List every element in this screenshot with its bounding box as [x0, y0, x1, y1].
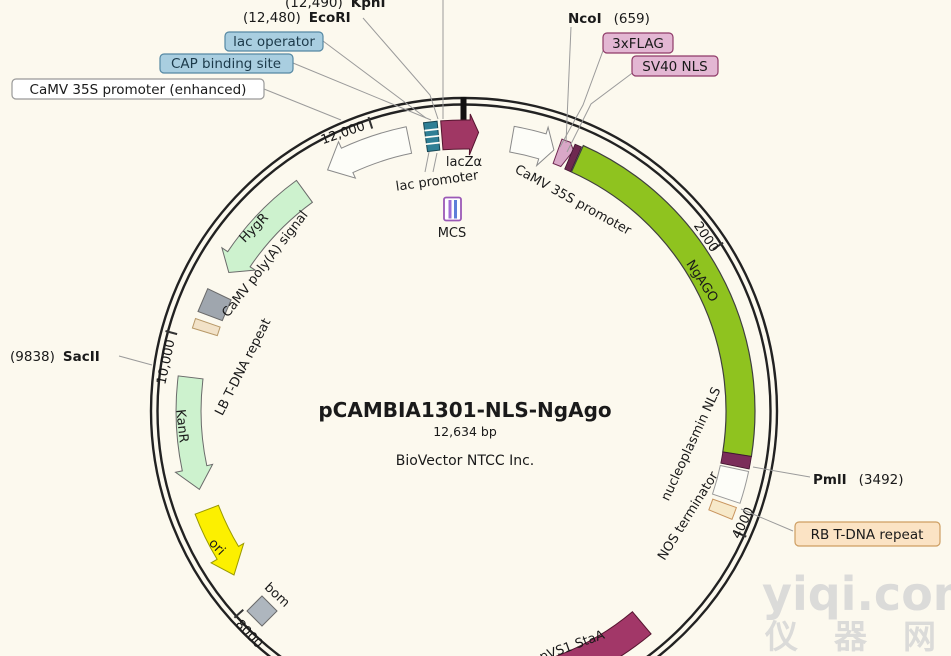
label-box-3xflag: 3xFLAG [602, 32, 674, 54]
lac-promoter-label: lac promoter [395, 168, 480, 195]
label-box-cap-binding-site: CAP binding site [159, 53, 294, 74]
watermark-cjk-text: 仪器网 [764, 617, 951, 656]
laczalpha-label: lacZα [446, 155, 482, 170]
feature-sv40-nls-sliver [564, 143, 583, 173]
plasmid-title: pCAMBIA1301-NLS-NgAgo [318, 398, 611, 422]
label-box-lac-operator: lac operator [224, 31, 324, 52]
label-box-sv40-nls: SV40 NLS [631, 55, 719, 77]
feature-nucleoplasmin-nls-sliver [720, 451, 752, 470]
lac-operator-label: lac operator [233, 34, 315, 50]
mcs-label: MCS [438, 226, 467, 241]
feature-lb-tdna-sliver [191, 317, 221, 337]
tick-12000 [367, 116, 374, 129]
enzyme-label-ecori: (12,480)EcoRI [243, 10, 351, 26]
feature-3xflag-arrow [552, 138, 575, 168]
callout-lines [118, 0, 811, 532]
feature-bom-diamond [246, 595, 278, 627]
enzyme-labels: (12,490)KpnI (12,480)EcoRI NcoI(659) Pml… [10, 0, 904, 488]
callout-lac-promoter [432, 152, 438, 173]
callout-ecori [362, 17, 439, 120]
tick-8000 [233, 608, 244, 619]
callout-lac-operator [322, 40, 427, 119]
feature-kanr-arrow [174, 375, 214, 491]
tick-10000 [165, 330, 178, 336]
rb-tdna-label: RB T-DNA repeat [811, 527, 924, 543]
callout-3xflag [559, 47, 605, 148]
enzyme-label-sacii: (9838)SacII [10, 349, 100, 365]
origin-marker [460, 97, 467, 122]
label-box-rb-tdna: RB T-DNA repeat [794, 521, 941, 547]
feature-camv-polya-block [197, 288, 232, 322]
sv40-nls-label: SV40 NLS [642, 59, 707, 75]
plasmid-center-info: pCAMBIA1301-NLS-NgAgo 12,634 bp BioVecto… [318, 398, 611, 469]
tick-2000 [712, 241, 724, 251]
kanr-label: KanR [172, 409, 190, 444]
enzyme-label-kpni: (12,490)KpnI [285, 0, 386, 11]
watermark-text: yiqi.com [762, 567, 951, 621]
tick-4000 [734, 530, 747, 538]
plasmid-brand: BioVector NTCC Inc. [396, 453, 534, 469]
camv35s-enhanced-label: CaMV 35S promoter (enhanced) [30, 82, 247, 98]
lb-tdna-label: LB T-DNA repeat [213, 316, 275, 418]
feature-camv35s-enhanced-arrow [326, 126, 413, 179]
plasmid-size: 12,634 bp [433, 424, 497, 439]
callout-cap-binding [292, 62, 432, 121]
3xflag-label: 3xFLAG [612, 36, 664, 52]
feature-nos-terminator [711, 464, 750, 504]
boxed-labels: lac operator CAP binding site CaMV 35S p… [11, 31, 941, 547]
cap-binding-site-label: CAP binding site [171, 56, 281, 72]
feature-mcs-box [443, 196, 462, 222]
feature-hygr-arrow [221, 179, 314, 274]
watermark: yiqi.com 仪器网 [762, 567, 951, 656]
enzyme-label-ncoi: NcoI(659) [568, 11, 650, 27]
feature-ori-arrow [194, 504, 245, 576]
feature-rb-tdna-sliver [708, 498, 738, 520]
feature-camv35s-arrow [509, 125, 555, 168]
callout-sv40-nls [566, 70, 636, 153]
label-box-camv35s-enhanced: CaMV 35S promoter (enhanced) [11, 78, 265, 100]
lac-operator-stripes [424, 128, 440, 146]
enzyme-label-pmli: PmlI(3492) [813, 472, 904, 488]
feature-laczalpha-arrow [440, 113, 480, 156]
callout-laczalpha [424, 151, 430, 173]
callout-ncoi [565, 26, 572, 144]
callout-sacii [118, 355, 153, 366]
callout-pmli [752, 466, 811, 478]
position-ticks [165, 116, 747, 619]
callout-rb-tdna [740, 508, 794, 532]
callout-camv35s-enhanced [263, 88, 342, 121]
inner-ring [156, 103, 772, 656]
feature-shapes [174, 113, 756, 656]
